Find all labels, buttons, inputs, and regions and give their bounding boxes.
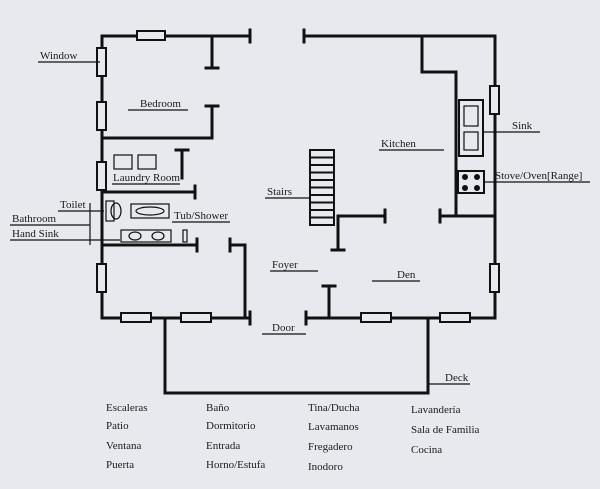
label-den: Den	[397, 269, 416, 281]
glossary-item: Ventana	[106, 440, 142, 452]
room-labels: Window Bedroom Laundry Room Toilet Bathr…	[12, 50, 582, 384]
label-foyer: Foyer	[272, 259, 298, 271]
glossary-item: Baño	[206, 402, 230, 414]
label-hand-sink: Hand Sink	[12, 228, 59, 240]
glossary-item: Fregadero	[308, 441, 353, 453]
window-left-4	[96, 263, 107, 293]
window-bottom-2	[180, 312, 212, 323]
glossary-item: Lavamanos	[308, 421, 359, 433]
glossary-item: Cocina	[411, 444, 442, 456]
label-toilet: Toilet	[60, 199, 86, 211]
glossary-item: Lavandería	[411, 404, 461, 416]
window-bottom-4	[439, 312, 471, 323]
label-door: Door	[272, 322, 295, 334]
label-tub-shower: Tub/Shower	[174, 210, 228, 222]
label-leaders	[10, 61, 590, 385]
window-right-2	[489, 263, 500, 293]
window-top	[136, 30, 166, 41]
laundry-machines	[113, 154, 157, 170]
interior-walls	[100, 34, 497, 320]
toilet-symbol	[105, 200, 122, 222]
deck	[163, 316, 430, 395]
stove-symbol	[457, 170, 485, 194]
hand-sink-symbol	[120, 229, 188, 243]
glossary-item: Entrada	[206, 440, 240, 452]
window-left-2	[96, 101, 107, 131]
glossary: Escaleras Patio Ventana Puerta Baño Dorm…	[106, 402, 480, 473]
stairs-symbol	[309, 149, 335, 226]
label-sink: Sink	[512, 120, 533, 132]
glossary-item: Escaleras	[106, 402, 148, 414]
windows	[96, 30, 500, 323]
window-bottom-3	[360, 312, 392, 323]
label-bedroom: Bedroom	[140, 98, 181, 110]
label-laundry-room: Laundry Room	[113, 172, 180, 184]
glossary-item: Tina/Ducha	[308, 402, 360, 414]
window-bottom-1	[120, 312, 152, 323]
glossary-item: Puerta	[106, 459, 134, 471]
label-stairs: Stairs	[267, 186, 292, 198]
tub-symbol	[130, 203, 170, 219]
label-window: Window	[40, 50, 77, 62]
label-bathroom: Bathroom	[12, 213, 56, 225]
glossary-item: Inodoro	[308, 461, 343, 473]
glossary-item: Horno/Estufa	[206, 459, 265, 471]
label-stove-oven: Stove/Oven[Range]	[495, 170, 582, 182]
window-right-1	[489, 85, 500, 115]
label-deck: Deck	[445, 372, 469, 384]
glossary-item: Patio	[106, 420, 129, 432]
window-left-3	[96, 161, 107, 191]
glossary-item: Dormitorio	[206, 420, 256, 432]
label-kitchen: Kitchen	[381, 138, 416, 150]
glossary-item: Sala de Familia	[411, 424, 480, 436]
kitchen-sink-symbol	[458, 99, 484, 157]
